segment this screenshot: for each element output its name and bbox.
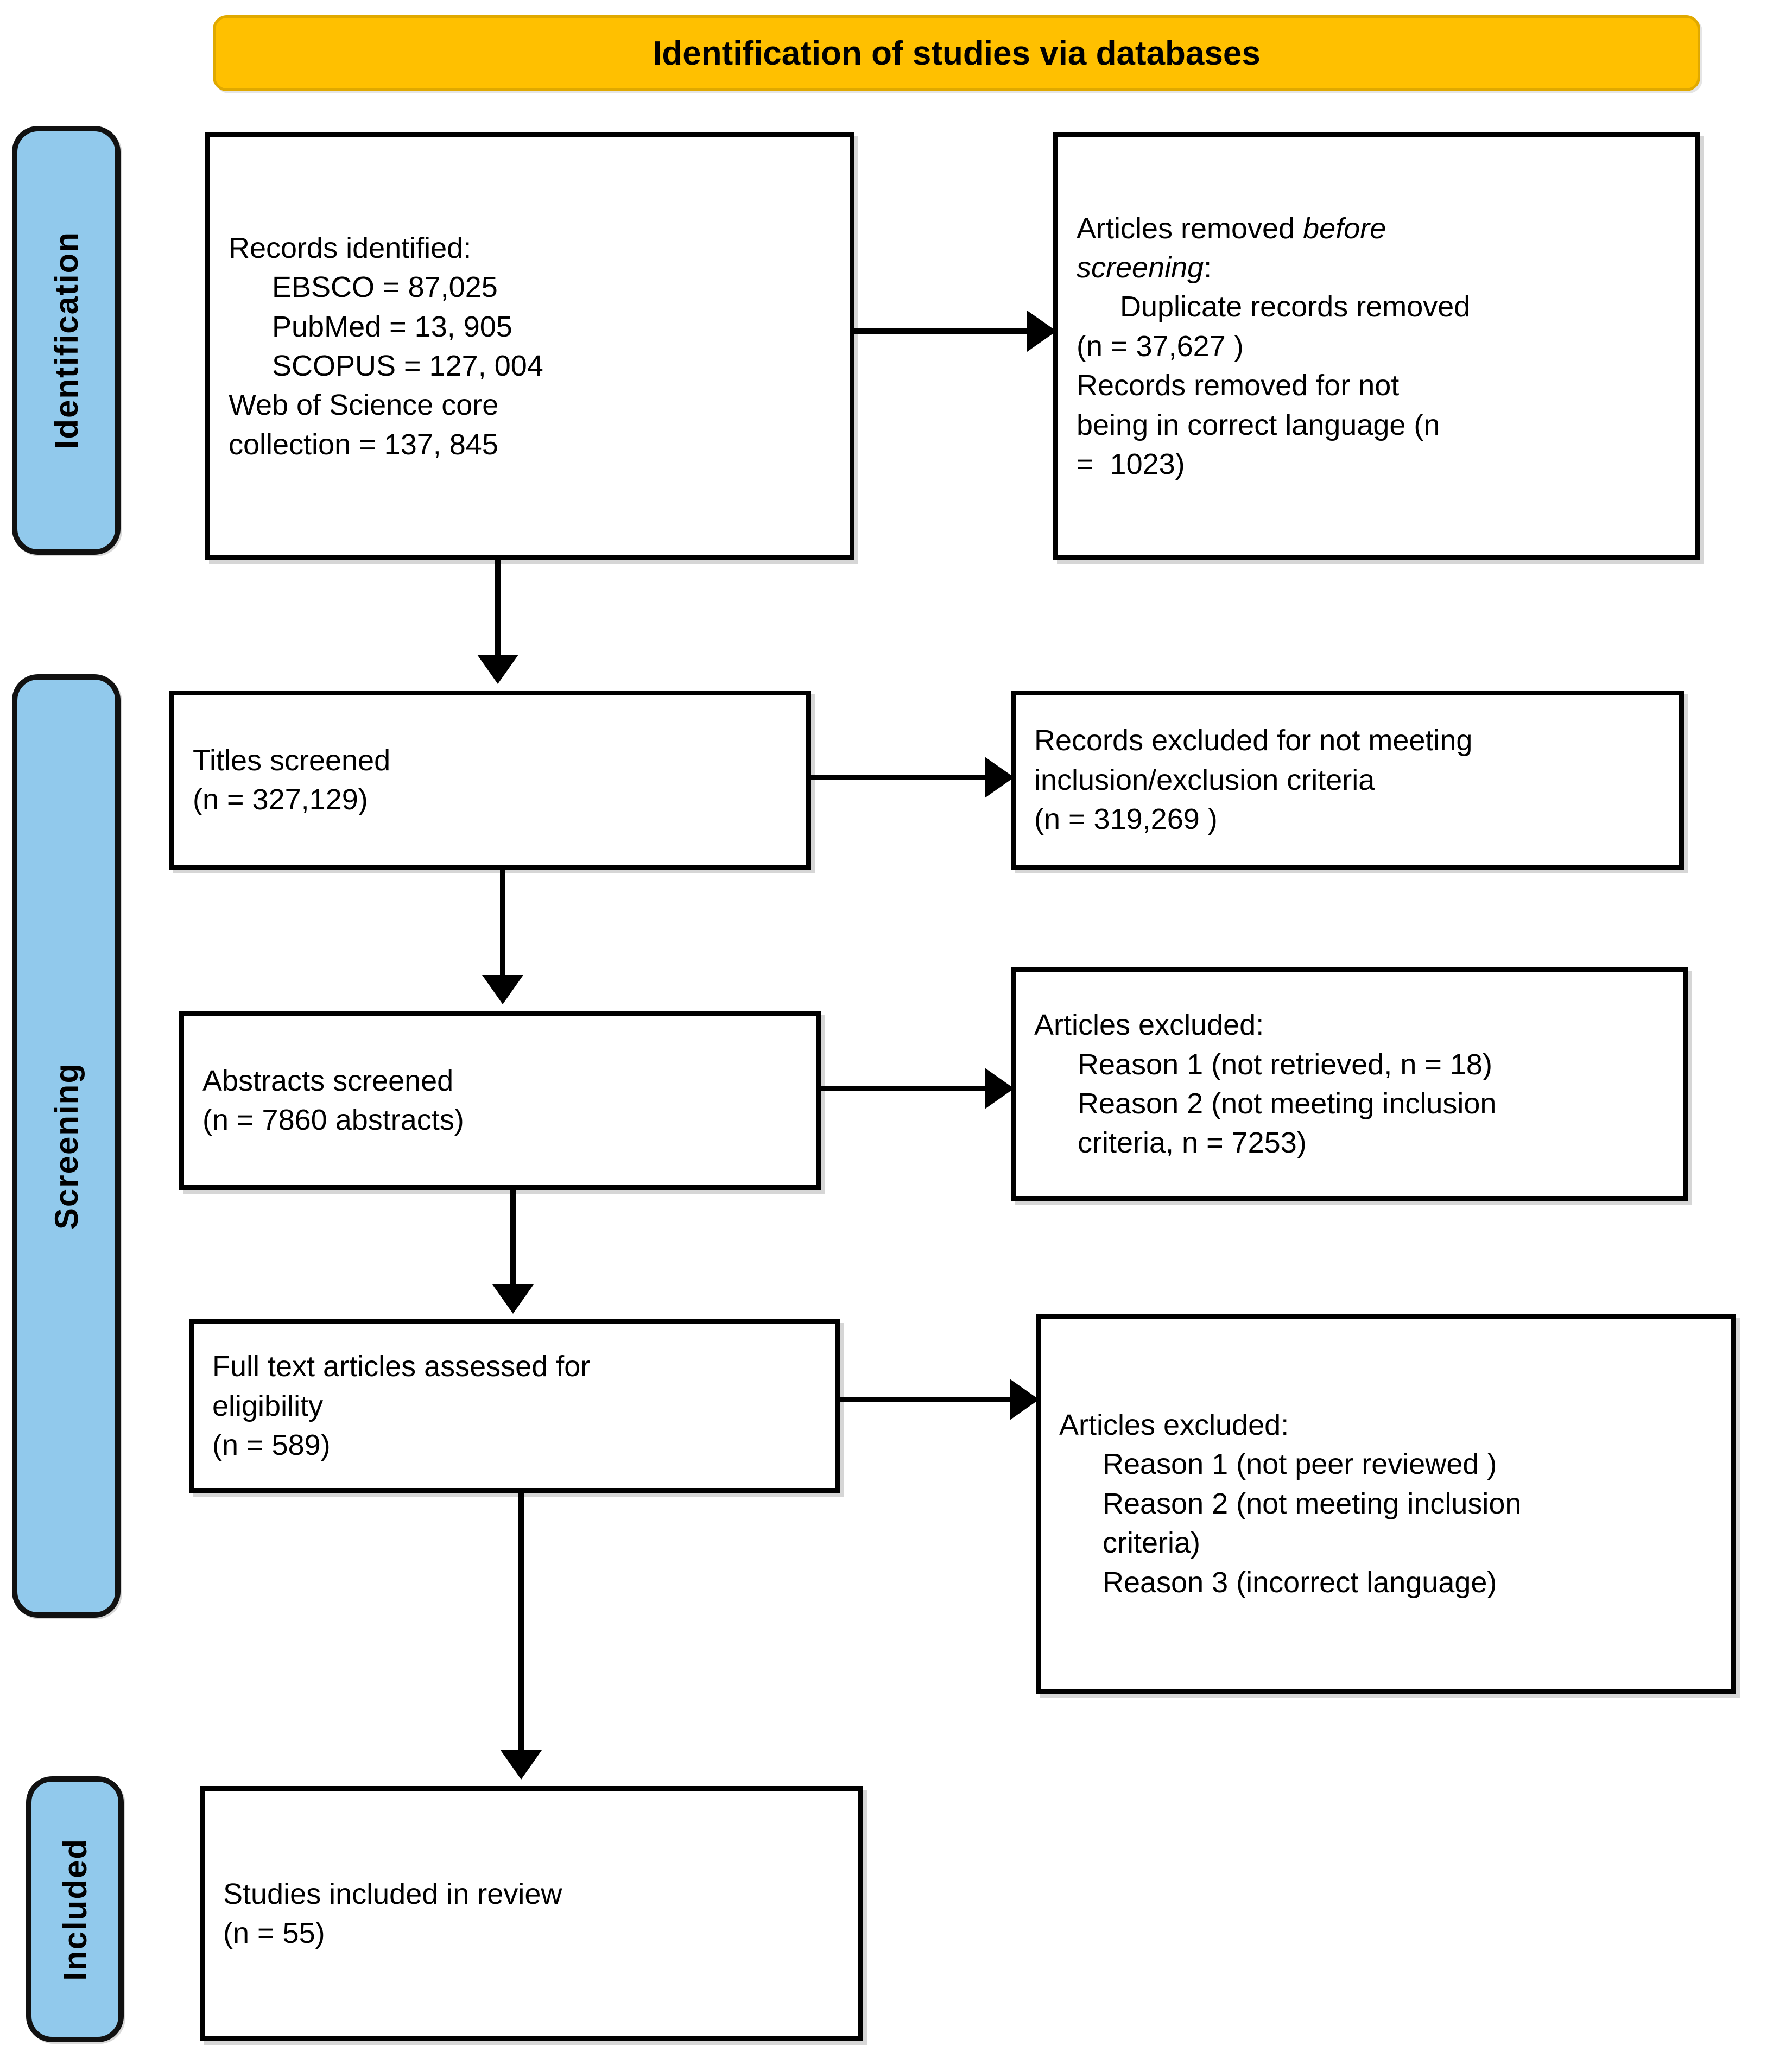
text-line: (n = 319,269 ) (1034, 803, 1218, 836)
text-line: Full text articles assessed for (212, 1350, 591, 1383)
text-line: (n = 7860 abstracts) (202, 1104, 464, 1136)
box-full-text-assessed: Full text articles assessed for eligibil… (189, 1319, 840, 1493)
box-articles-excluded-abstracts-body: Articles excluded: Reason 1 (not retriev… (1016, 1005, 1683, 1162)
text-run: : (1204, 251, 1212, 284)
box-abstracts-screened: Abstracts screened (n = 7860 abstracts) (179, 1011, 821, 1190)
arrow-shaft (495, 560, 501, 655)
text-line: EBSCO = 87,025 (272, 271, 498, 304)
text-line: screening: (1077, 248, 1677, 287)
text-line: Articles excluded: (1034, 1009, 1264, 1042)
text-line: Articles excluded: (1059, 1409, 1289, 1442)
box-records-excluded-criteria: Records excluded for not meeting inclusi… (1011, 691, 1684, 870)
text-line: being in correct language (n (1077, 408, 1440, 441)
text-run-italic: before (1303, 212, 1386, 245)
text-line: Articles removed before (1077, 209, 1677, 248)
text-line: Records excluded for not meeting (1034, 724, 1473, 757)
arrow-titles-to-excluded (811, 750, 1014, 805)
box-records-identified-body: Records identified: EBSCO = 87,025 PubMe… (210, 229, 850, 464)
text-line: Titles screened (193, 744, 391, 777)
text-line: Reason 2 (not meeting inclusion (1103, 1487, 1522, 1520)
arrow-fulltext-to-excluded (840, 1372, 1039, 1427)
stage-label-screening-text: Screening (48, 1062, 85, 1230)
box-articles-excluded-fulltext: Articles excluded: Reason 1 (not peer re… (1036, 1314, 1736, 1694)
arrow-head-icon (477, 655, 518, 684)
box-studies-included-body: Studies included in review (n = 55) (205, 1875, 858, 1953)
box-full-text-assessed-body: Full text articles assessed for eligibil… (194, 1347, 835, 1465)
arrow-identified-to-titles (465, 560, 530, 684)
box-titles-screened: Titles screened (n = 327,129) (169, 691, 811, 870)
stage-label-identification: Identification (12, 126, 121, 555)
text-line: Reason 1 (not retrieved, n = 18) (1078, 1048, 1492, 1081)
arrow-head-icon (482, 975, 523, 1004)
text-line: Records removed for not (1077, 369, 1400, 402)
stage-label-included: Included (26, 1776, 124, 2042)
diagram-header-title: Identification of studies via databases (653, 34, 1261, 72)
box-articles-excluded-fulltext-body: Articles excluded: Reason 1 (not peer re… (1041, 1405, 1731, 1602)
arrow-shaft (500, 870, 505, 975)
arrow-head-icon (492, 1284, 534, 1314)
arrow-fulltext-to-included (489, 1493, 554, 1780)
box-records-identified: Records identified: EBSCO = 87,025 PubMe… (205, 132, 854, 560)
box-records-excluded-criteria-body: Records excluded for not meeting inclusi… (1016, 721, 1679, 839)
text-line: Studies included in review (223, 1877, 562, 1910)
arrow-head-icon (1027, 311, 1056, 352)
arrow-head-icon (501, 1750, 542, 1780)
stage-label-screening: Screening (12, 674, 121, 1618)
arrow-shaft (821, 1086, 987, 1091)
arrow-head-icon (985, 1068, 1014, 1109)
box-articles-removed-before-screening: Articles removed before screening: Dupli… (1053, 132, 1700, 560)
box-titles-screened-body: Titles screened (n = 327,129) (174, 741, 806, 820)
arrow-shaft (811, 775, 987, 780)
text-line: (n = 589) (212, 1429, 331, 1462)
text-line: Web of Science core (229, 389, 499, 422)
stage-label-included-text: Included (56, 1838, 93, 1981)
stage-label-identification-text: Identification (48, 231, 85, 449)
box-abstracts-screened-body: Abstracts screened (n = 7860 abstracts) (184, 1061, 816, 1140)
text-line: Reason 2 (not meeting inclusion (1078, 1087, 1497, 1120)
arrow-titles-to-abstracts (470, 870, 535, 1004)
arrow-shaft (854, 328, 1029, 334)
text-line: collection = 137, 845 (229, 428, 498, 461)
arrow-shaft (518, 1493, 524, 1750)
text-line: Records identified: (229, 231, 472, 264)
text-line: Reason 1 (not peer reviewed ) (1103, 1448, 1497, 1481)
text-line: eligibility (212, 1389, 324, 1422)
text-line: inclusion/exclusion criteria (1034, 763, 1375, 796)
text-line: Duplicate records removed (1120, 290, 1471, 324)
box-articles-removed-body: Articles removed before screening: Dupli… (1058, 209, 1695, 484)
box-studies-included: Studies included in review (n = 55) (200, 1786, 863, 2041)
arrow-abstracts-to-fulltext (480, 1190, 546, 1314)
text-line: criteria) (1103, 1527, 1201, 1560)
arrow-head-icon (985, 757, 1014, 798)
text-line: SCOPUS = 127, 004 (272, 350, 543, 382)
arrow-identified-to-removed (854, 304, 1056, 358)
text-line: Reason 3 (incorrect language) (1103, 1566, 1497, 1599)
box-articles-excluded-abstracts: Articles excluded: Reason 1 (not retriev… (1011, 967, 1688, 1201)
diagram-header-banner: Identification of studies via databases (213, 15, 1700, 91)
text-line: (n = 327,129) (193, 783, 368, 816)
text-line: criteria, n = 7253) (1078, 1126, 1307, 1160)
text-line: Abstracts screened (202, 1064, 454, 1097)
arrow-shaft (840, 1397, 1012, 1402)
text-line: (n = 37,627 ) (1077, 330, 1244, 363)
arrow-head-icon (1010, 1379, 1039, 1420)
arrow-shaft (510, 1190, 516, 1284)
text-line: (n = 55) (223, 1917, 325, 1949)
arrow-abstracts-to-excluded (821, 1061, 1014, 1116)
text-run: Articles removed (1077, 212, 1303, 245)
text-line: = 1023) (1077, 447, 1185, 480)
text-run-italic: screening (1077, 251, 1204, 284)
text-line: PubMed = 13, 905 (272, 310, 512, 343)
